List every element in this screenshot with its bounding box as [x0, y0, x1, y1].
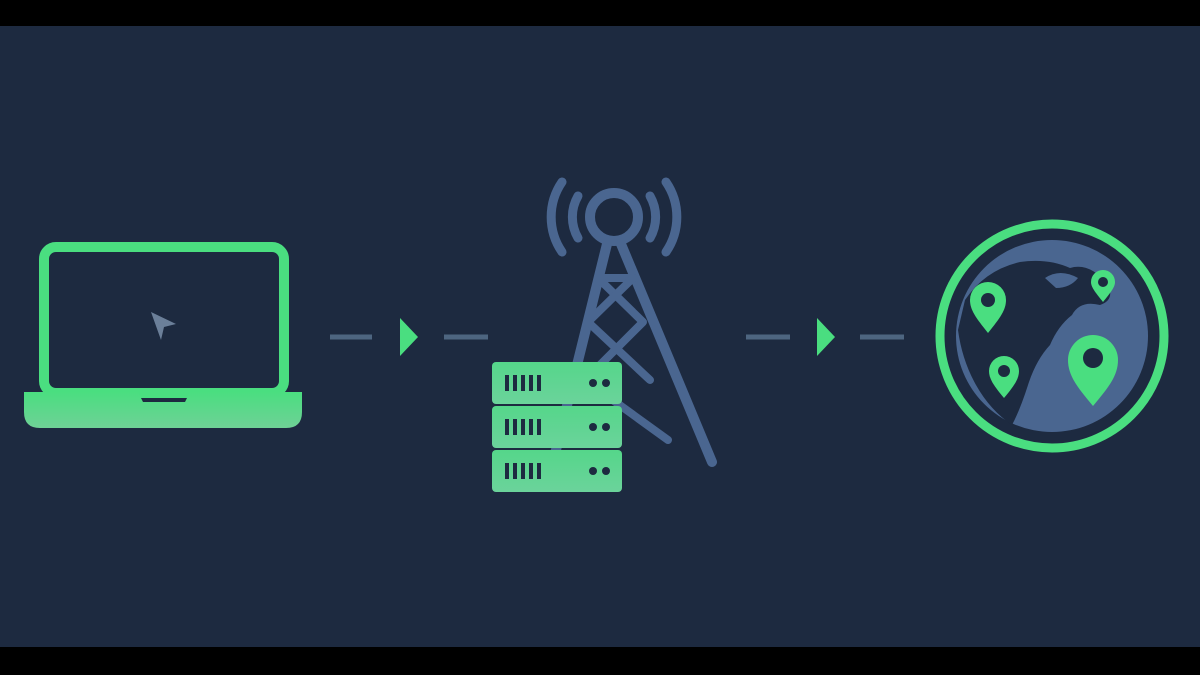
arrow-right-icon: [817, 318, 835, 356]
globe-icon: [935, 219, 1169, 453]
arrow-right-icon: [400, 318, 418, 356]
cursor-icon: [151, 312, 176, 340]
server-unit: [492, 406, 622, 448]
location-pin-icon: [1068, 335, 1118, 406]
location-pin-icon: [1091, 270, 1115, 302]
server-unit: [492, 450, 622, 492]
server-unit: [492, 362, 622, 404]
connector-server-to-globe: [746, 318, 904, 356]
location-pin-icon: [989, 356, 1019, 398]
globe-landmass: [1045, 273, 1078, 288]
location-pin-icon: [970, 282, 1006, 333]
laptop-screen: [39, 242, 289, 398]
globe-ring: [935, 219, 1169, 453]
laptop-icon: [24, 242, 302, 428]
laptop-base: [24, 392, 302, 428]
network-diagram: [24, 177, 1169, 492]
diagram-canvas: [0, 26, 1200, 647]
server-stack-icon: [492, 362, 622, 492]
connector-laptop-to-server: [330, 318, 488, 356]
